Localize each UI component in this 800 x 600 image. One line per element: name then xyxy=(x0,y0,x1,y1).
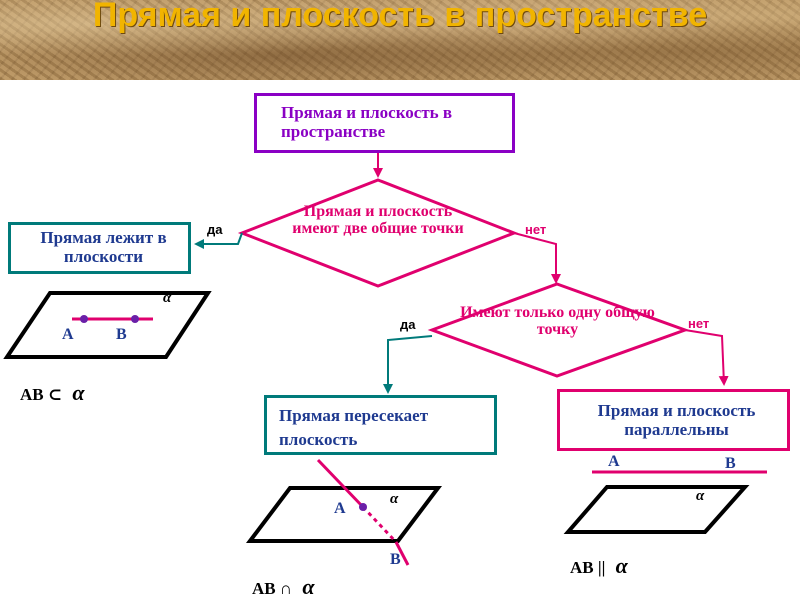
point-b-lies xyxy=(131,315,139,323)
box-line-intersects-plane: Прямая пересекает плоскость xyxy=(264,395,497,455)
branch-no-label-2: нет xyxy=(688,316,710,331)
connector-no-to-parallel xyxy=(684,329,729,386)
decision-two-points-diamond xyxy=(237,178,519,288)
connector-yes-to-intersects xyxy=(383,335,433,394)
decision-one-point-diamond xyxy=(427,282,690,378)
branch-no-label-1: нет xyxy=(525,222,547,237)
notation-lies-text: AB ⊂ xyxy=(20,385,63,404)
branch-yes-label-2: да xyxy=(400,317,416,332)
notation-intersects-text: AB ∩ xyxy=(252,579,293,598)
notation-parallel-text: AB || xyxy=(570,558,606,577)
box-line-lies-in-plane: Прямая лежит в плоскости xyxy=(8,222,191,274)
plane-label-alpha-2: α xyxy=(390,491,399,507)
box-line-parallel-plane: Прямая и плоскость параллельны xyxy=(557,389,790,451)
notation-lies-alpha: α xyxy=(72,380,85,405)
line-ab-lower xyxy=(394,541,410,566)
notation-parallel: AB || α xyxy=(570,553,628,579)
plane-label-alpha-1: α xyxy=(163,290,172,306)
point-label-b-1: B xyxy=(116,326,127,343)
branch-yes-label-1: да xyxy=(207,222,223,237)
header-banner: Прямая и плоскость в пространстве xyxy=(0,0,800,80)
line-ab-hidden xyxy=(361,505,398,544)
line-ab-upper xyxy=(316,458,365,509)
point-label-a-3: A xyxy=(608,453,620,470)
plane-parallel-figure xyxy=(563,485,750,534)
decision-one-point-text: Имеют только одну общую точку xyxy=(460,304,655,338)
point-a-intersects xyxy=(359,503,367,511)
notation-intersects: AB ∩ α xyxy=(252,574,315,600)
plane-intersects-figure xyxy=(245,486,443,543)
notation-lies: AB ⊂ α xyxy=(20,380,85,406)
notation-intersects-alpha: α xyxy=(302,574,315,599)
point-label-a-1: A xyxy=(62,326,74,343)
point-label-b-2: B xyxy=(390,551,401,568)
point-a-lies xyxy=(80,315,88,323)
plane-lies-figure xyxy=(3,291,212,359)
page-title: Прямая и плоскость в пространстве xyxy=(92,0,708,34)
notation-parallel-alpha: α xyxy=(615,553,628,578)
decision-two-points-text: Прямая и плоскость имеют две общие точки xyxy=(292,203,464,237)
plane-label-alpha-3: α xyxy=(696,488,705,504)
connector-no-to-decision2 xyxy=(513,232,561,284)
point-label-b-3: B xyxy=(725,455,736,472)
connector-yes-to-lies xyxy=(194,232,243,249)
box-line-and-plane: Прямая и плоскость в пространстве xyxy=(254,93,515,153)
point-label-a-2: A xyxy=(334,500,346,517)
